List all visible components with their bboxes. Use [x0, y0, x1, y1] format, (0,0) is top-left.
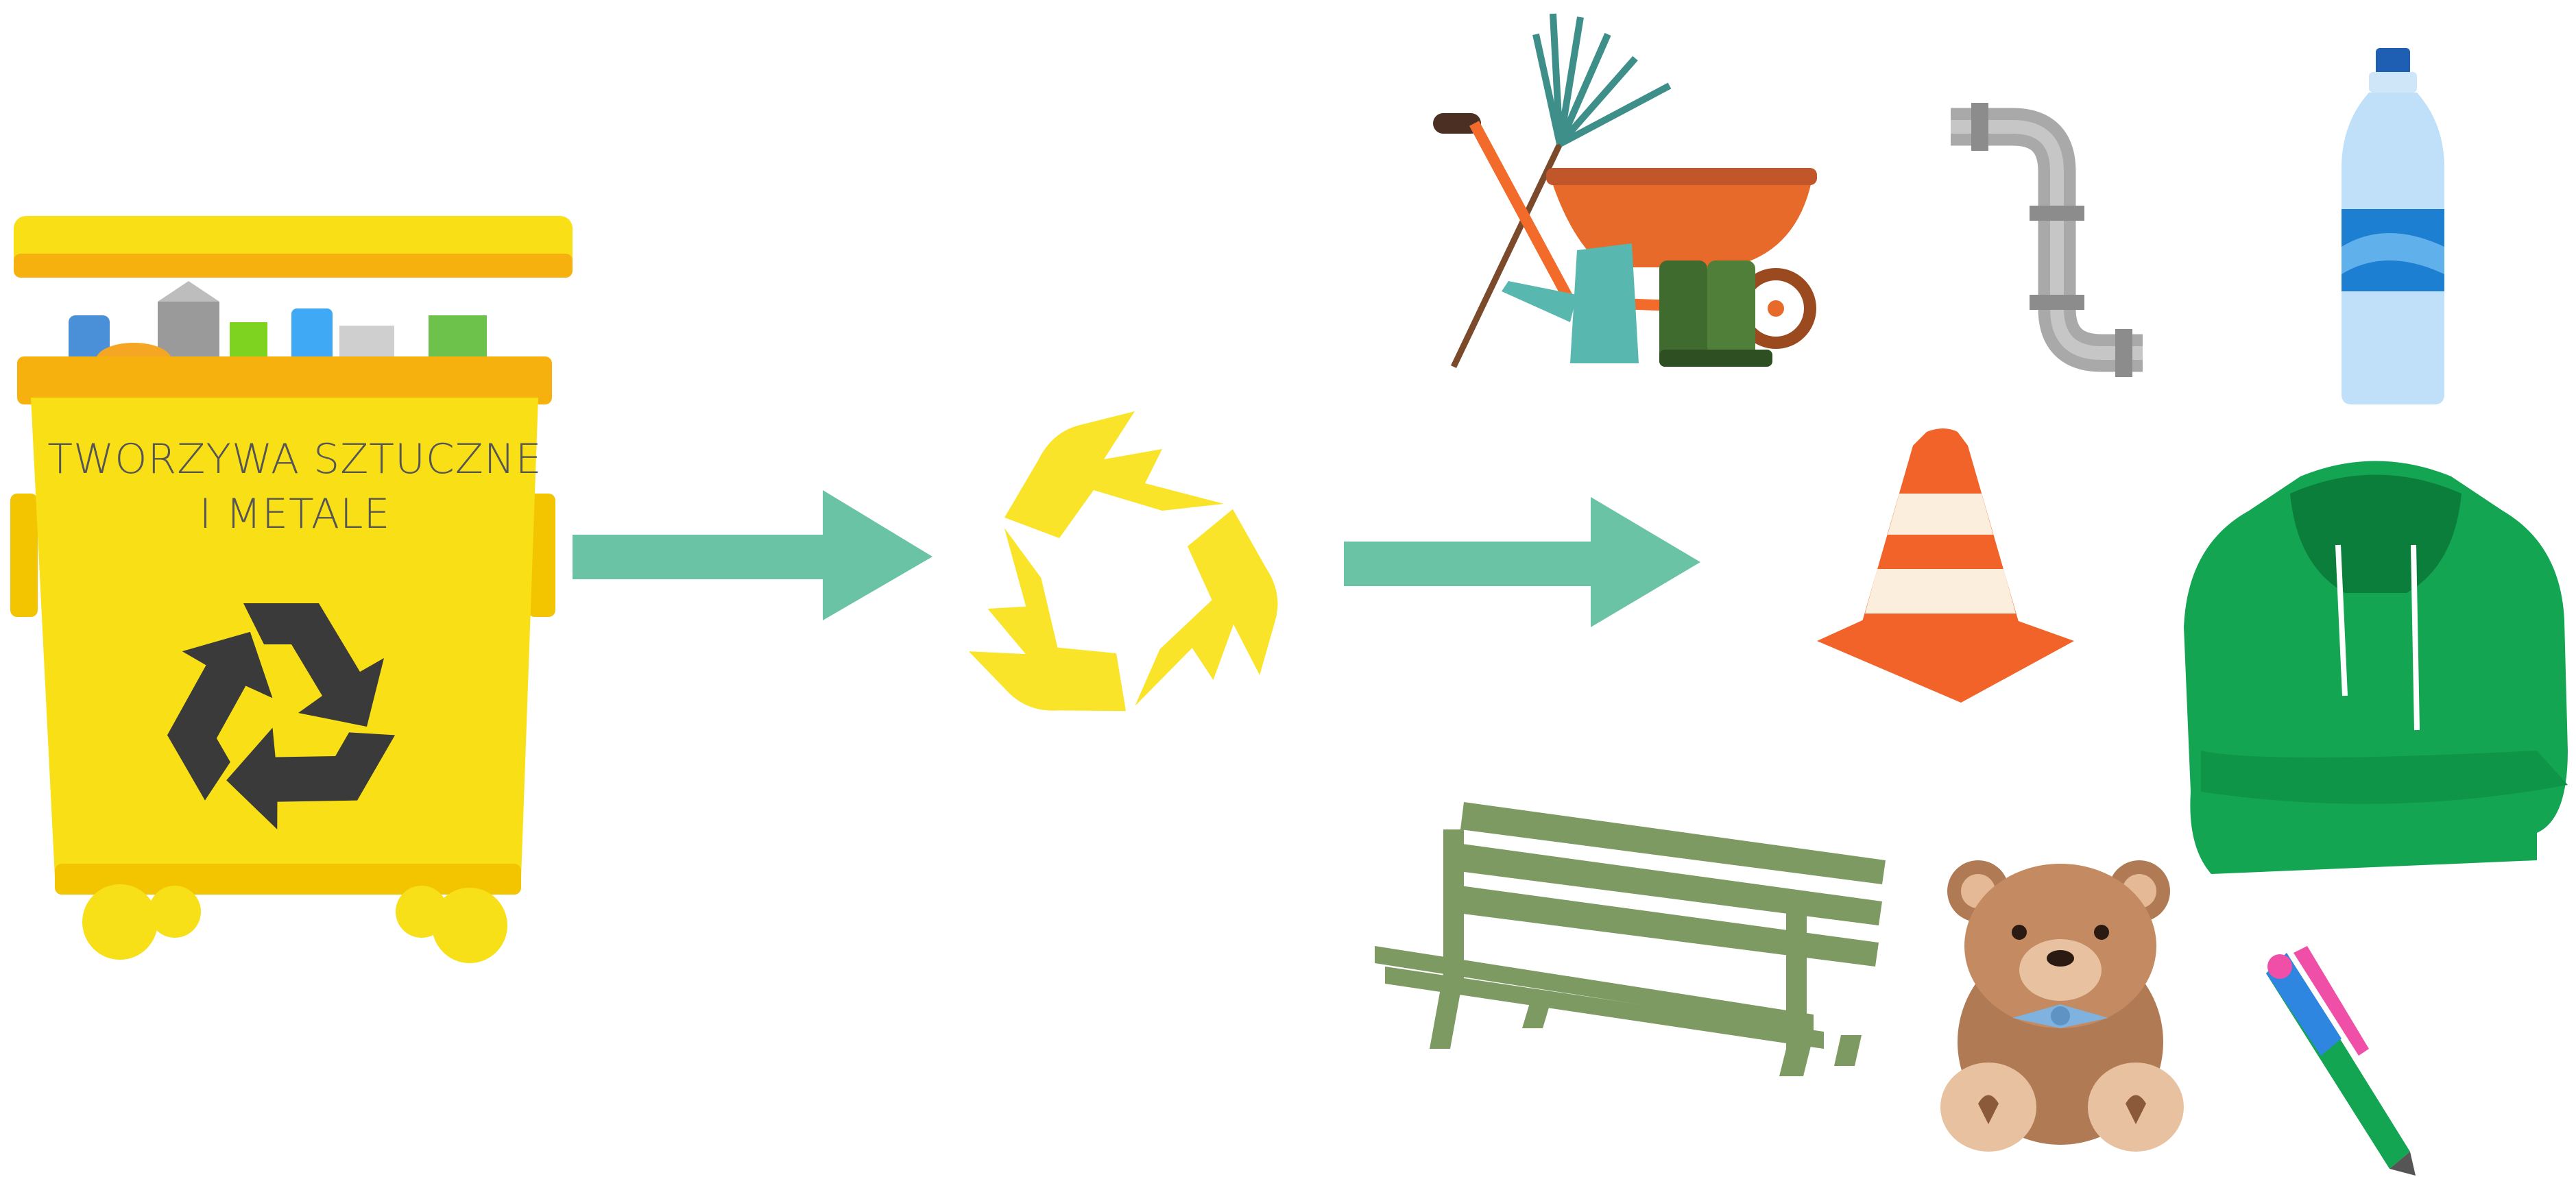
- hoodie-icon: [2180, 463, 2571, 874]
- garden-tools-icon: [1433, 7, 1831, 370]
- traffic-cone-icon: [1817, 432, 2074, 703]
- recycling-icon: [926, 374, 1316, 785]
- arrow-right-icon-2: [1344, 497, 1700, 627]
- arrow-right-icon: [573, 490, 932, 620]
- park-bench-icon: [1375, 802, 1889, 1083]
- pipe-icon: [1944, 103, 2150, 391]
- pen-icon: [2266, 953, 2417, 1177]
- water-bottle-icon: [2338, 48, 2448, 404]
- teddy-bear-icon: [1940, 850, 2187, 1158]
- recycling-bin-icon: TWORZYWA SZTUCZNE I METALE: [10, 206, 579, 973]
- bin-label-line1: TWORZYWA SZTUCZNE: [10, 432, 579, 487]
- bin-label-line2: I METALE: [10, 487, 579, 542]
